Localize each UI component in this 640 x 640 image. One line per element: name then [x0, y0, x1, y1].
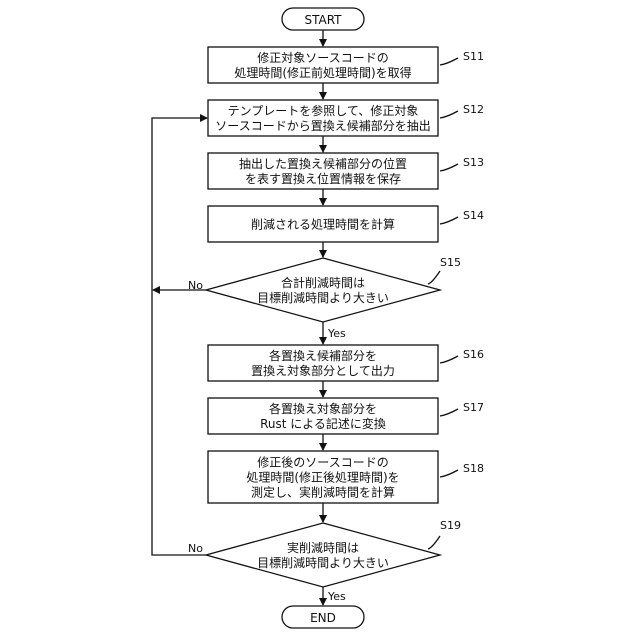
- step-s11-text-line: 修正対象ソースコードの: [257, 50, 388, 65]
- step-s17-id: S17: [463, 401, 484, 414]
- step-s11-text-line: 処理時間(修正前処理時間)を取得: [234, 65, 411, 80]
- start-label: START: [304, 13, 342, 27]
- step-s16-text-line: 各置換え候補部分を: [269, 348, 377, 363]
- step-s15-text-line: 目標削減時間より大きい: [257, 290, 389, 305]
- step-s15-id: S15: [440, 256, 461, 269]
- step-s12-text-line: ソースコードから置換え候補部分を抽出: [215, 118, 430, 133]
- step-s15-leader: [428, 271, 440, 284]
- step-s19-leader: [428, 536, 440, 549]
- step-s13-text-line: を表す置換え位置情報を保存: [245, 171, 401, 186]
- step-s15-text-line: 合計削減時間は: [281, 275, 365, 290]
- step-s19-id: S19: [440, 519, 461, 532]
- step-s12-text-line: テンプレートを参照して、修正対象: [228, 103, 419, 118]
- step-s16-text-line: 置換え対象部分として出力: [251, 363, 395, 378]
- step-s18-leader: [440, 470, 458, 477]
- step-s13-leader: [440, 164, 458, 171]
- s15-no-label: No: [188, 279, 203, 292]
- step-s11-leader: [440, 58, 458, 65]
- step-s18-text-line: 測定し、実削減時間を計算: [251, 485, 395, 500]
- step-s13-text-line: 抽出した置換え候補部分の位置: [239, 156, 407, 171]
- loop-back-line: [152, 118, 207, 555]
- step-s16-leader: [440, 356, 458, 363]
- step-s12-leader: [440, 111, 458, 118]
- s19-yes-label: Yes: [327, 590, 346, 603]
- step-s11-id: S11: [463, 50, 484, 63]
- s15-yes-label: Yes: [327, 327, 346, 340]
- step-s18-id: S18: [463, 462, 484, 475]
- step-s18-text-line: 処理時間(修正後処理時間)を: [246, 470, 399, 485]
- s19-no-label: No: [188, 542, 203, 555]
- step-s14-leader: [440, 217, 458, 224]
- step-s14-text-line: 削減される処理時間を計算: [251, 217, 395, 232]
- step-s17-text-line: Rust による記述に変換: [260, 416, 386, 431]
- decision-s19: [206, 523, 440, 587]
- step-s19-text-line: 目標削減時間より大きい: [257, 555, 389, 570]
- step-s16-id: S16: [463, 348, 484, 361]
- step-s12-id: S12: [463, 103, 484, 116]
- step-s17-text-line: 各置換え対象部分を: [269, 401, 377, 416]
- decision-s15: [206, 258, 440, 322]
- end-label: END: [310, 611, 336, 625]
- step-s17-leader: [440, 409, 458, 416]
- step-s19-text-line: 実削減時間は: [287, 540, 359, 555]
- step-s14-id: S14: [463, 209, 484, 222]
- step-s18-text-line: 修正後のソースコードの: [257, 455, 388, 470]
- step-s13-id: S13: [463, 156, 484, 169]
